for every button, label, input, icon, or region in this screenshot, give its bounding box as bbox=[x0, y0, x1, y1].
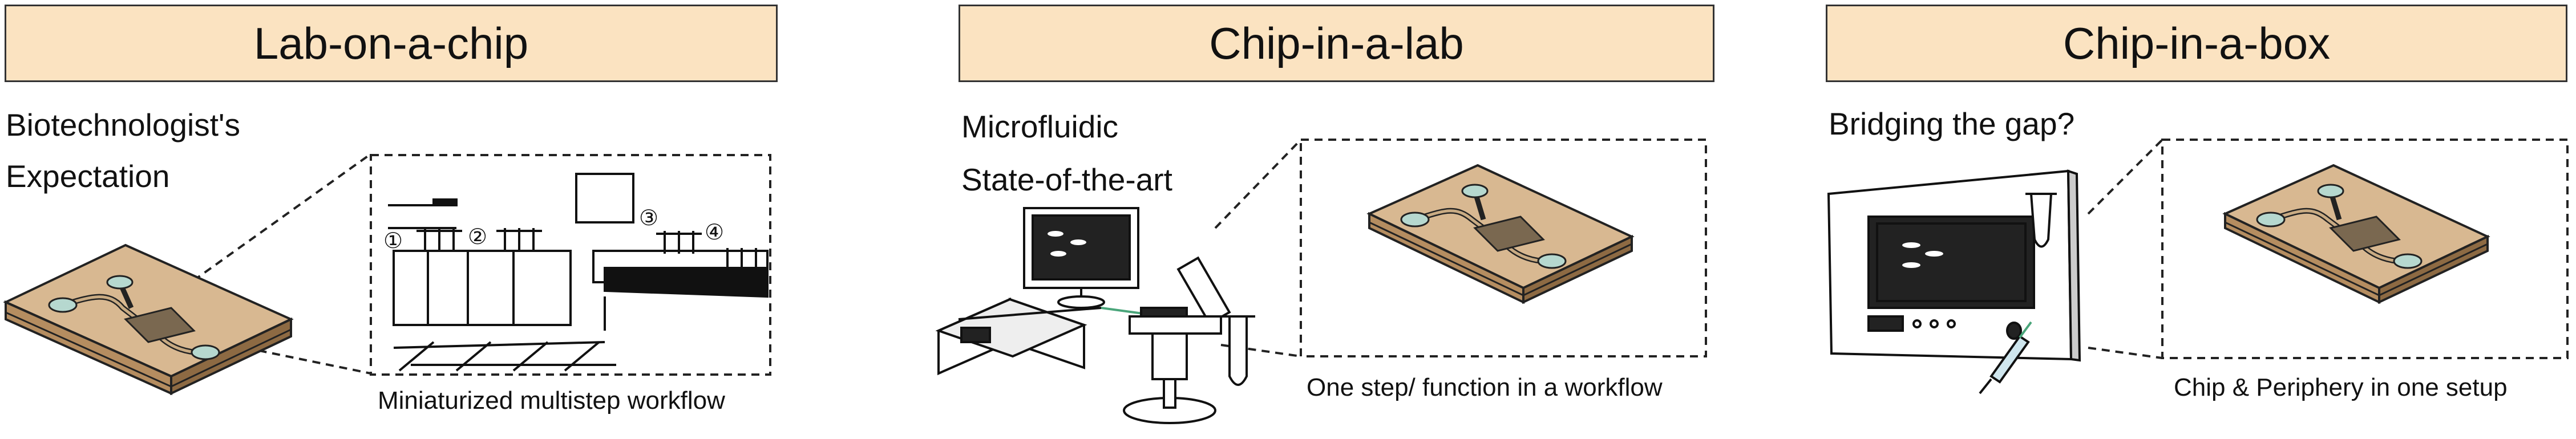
tube-rack-1 bbox=[416, 228, 462, 251]
step-label-1: ① bbox=[383, 228, 403, 253]
note-line-1: Biotechnologist's bbox=[6, 107, 241, 143]
tube-rack-3 bbox=[656, 231, 702, 254]
syringe-pump bbox=[935, 297, 1164, 376]
zoom-frame bbox=[1300, 139, 1707, 357]
panel-caption: Chip & Periphery in one setup bbox=[2174, 373, 2508, 401]
panel-lab-on-a-chip: Lab-on-a-chip Biotechnologist's Expectat… bbox=[0, 0, 799, 439]
note-line-2: Expectation bbox=[6, 158, 170, 194]
monitor bbox=[1023, 207, 1139, 309]
syringe-icon bbox=[1979, 321, 2032, 395]
panel-caption: Miniaturized multistep workflow bbox=[378, 387, 725, 414]
zoom-frame bbox=[2161, 139, 2569, 359]
step-label-4: ④ bbox=[705, 220, 724, 245]
panel-caption: One step/ function in a workflow bbox=[1307, 373, 1663, 401]
integrated-device bbox=[1827, 169, 2081, 395]
panel-chip-in-a-lab: Chip-in-a-lab Microfluidic State-of-the-… bbox=[913, 0, 1714, 439]
lab-interior bbox=[388, 173, 769, 372]
panel-title: Lab-on-a-chip bbox=[5, 5, 778, 82]
tube-rack-2 bbox=[496, 228, 542, 251]
microscope bbox=[1123, 256, 1231, 424]
step-label-2: ② bbox=[468, 224, 487, 249]
panel-chip-in-a-box: Chip-in-a-box Bridging the gap? Chip & P… bbox=[1769, 0, 2576, 439]
note-line-1: Microfluidic bbox=[961, 109, 1119, 144]
microfluidic-chip bbox=[3, 243, 294, 396]
step-label-3: ③ bbox=[639, 205, 658, 230]
microfluidic-chip bbox=[1366, 164, 1635, 304]
zoom-frame bbox=[370, 154, 771, 376]
panel-title: Chip-in-a-box bbox=[1826, 5, 2567, 82]
tube-rack-4 bbox=[719, 248, 765, 268]
note-line-1: Bridging the gap? bbox=[1829, 106, 2075, 141]
integrated-box-illustration bbox=[1827, 139, 2569, 395]
panel-title: Chip-in-a-lab bbox=[959, 5, 1714, 82]
note-line-2: State-of-the-art bbox=[961, 162, 1172, 197]
sample-tube bbox=[1221, 315, 1255, 386]
lab-illustration: ① ② ③ ④ bbox=[3, 153, 771, 396]
microfluidic-chip bbox=[2222, 164, 2490, 304]
lab-setup-illustration bbox=[935, 139, 1707, 424]
